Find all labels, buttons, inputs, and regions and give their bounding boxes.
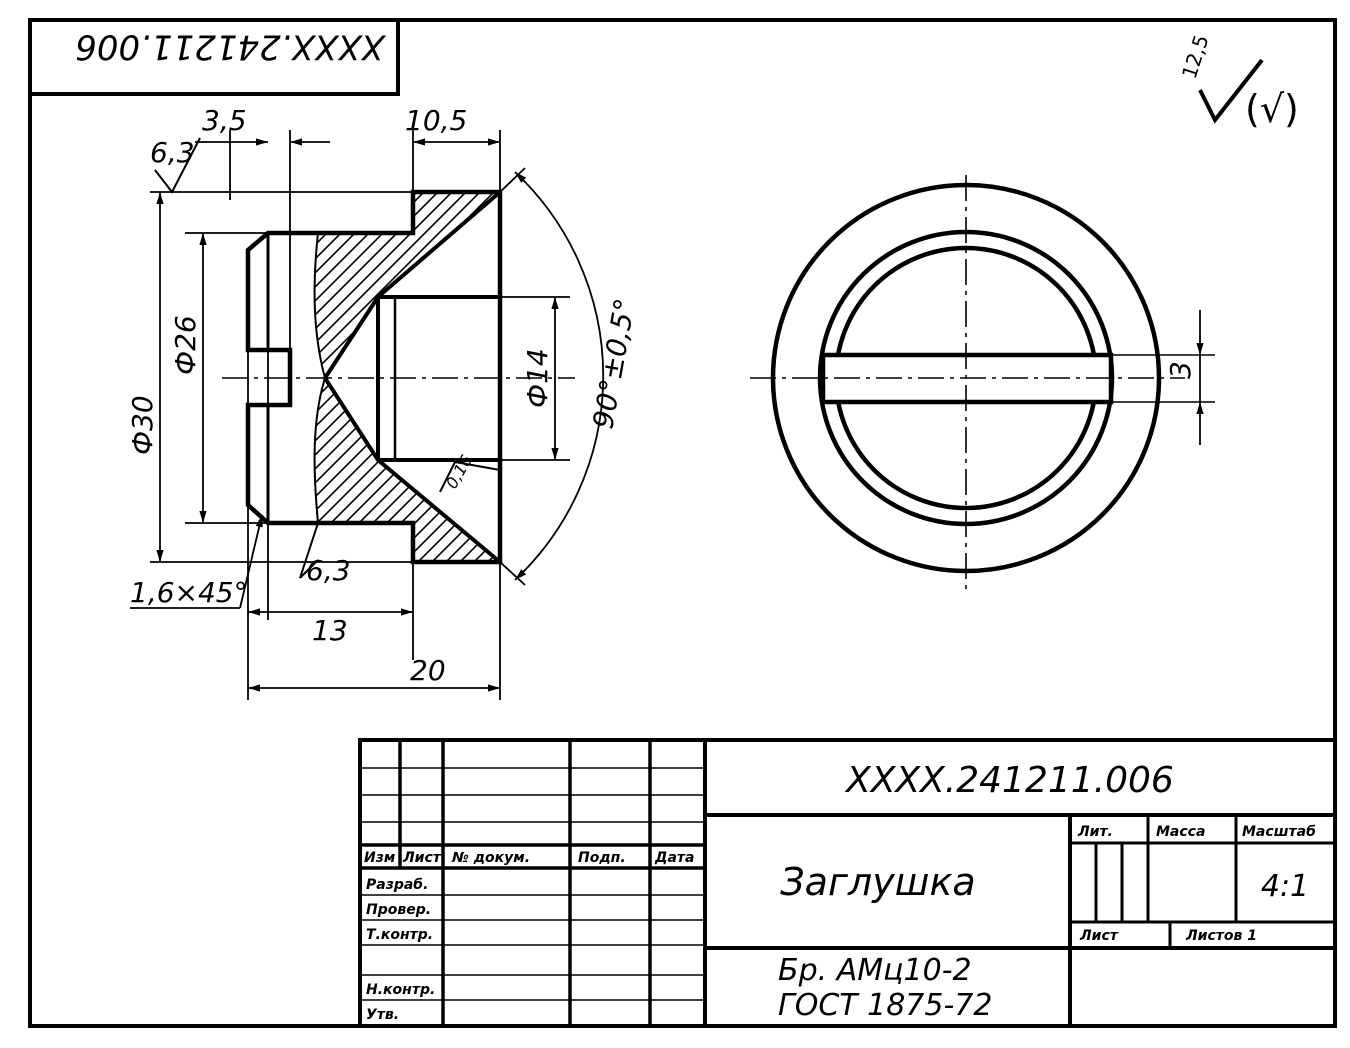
role-approver: Утв. [366,1007,399,1023]
dim-slot: 3 [1164,361,1197,379]
dim-phi26: Ф26 [169,315,202,375]
roughness-general-value: 12,5 [1177,32,1214,82]
roughness-6-3-bottom: 6,3 [306,554,351,587]
role-checker: Провер. [366,902,431,918]
title-block-text: XXXX.241211.006 Заглушка Бр. АМц10-2 ГОС… [364,760,1316,1023]
dim-phi14: Ф14 [521,348,554,408]
part-name: Заглушка [780,860,975,904]
dim-phi30: Ф30 [126,395,159,455]
col-header-date: Дата [654,850,694,866]
top-stamp: XXXX.241211.006 [28,18,400,96]
sheet-label: Лист [1079,928,1119,944]
material-line-1: Бр. АМц10-2 [778,953,972,988]
material-line-2: ГОСТ 1875-72 [778,988,992,1023]
mass-label: Масса [1156,824,1205,840]
dim-chamfer: 1,6×45° [130,576,248,609]
col-header-izm: Изм [364,850,395,866]
roughness-bracket: (√) [1245,87,1299,131]
scale-value: 4:1 [1261,869,1309,904]
dimension-labels: 3,5 10,5 6,3 Ф30 Ф26 Ф14 90°±0,5° 0,16 6… [126,104,642,687]
dim-angle: 90°±0,5° [586,296,641,431]
role-norm-control: Н.контр. [366,982,435,998]
designation: XXXX.241211.006 [844,760,1174,801]
dim-10-5: 10,5 [405,104,467,137]
dim-3-5: 3,5 [202,104,247,137]
general-roughness: 12,5 (√) [1177,32,1299,131]
col-header-sign: Подп. [578,850,626,866]
role-tech-control: Т.контр. [366,927,433,943]
dim-20: 20 [410,654,446,687]
col-header-doc: № докум. [451,850,530,866]
role-developer: Разраб. [366,877,428,893]
dim-13: 13 [312,614,348,647]
section-dimensions [130,130,605,700]
section-hatch [314,192,500,562]
roughness-cone: 0,16 [442,452,476,492]
lit-label: Лит. [1077,824,1113,840]
title-block [358,738,1337,1028]
col-header-list: Лист [402,850,442,866]
top-stamp-text: XXXX.241211.006 [75,27,386,67]
roughness-6-3-top: 6,3 [150,136,195,169]
end-view [750,175,1215,590]
sheets-label: Листов 1 [1185,928,1257,944]
scale-label: Масштаб [1242,824,1316,840]
